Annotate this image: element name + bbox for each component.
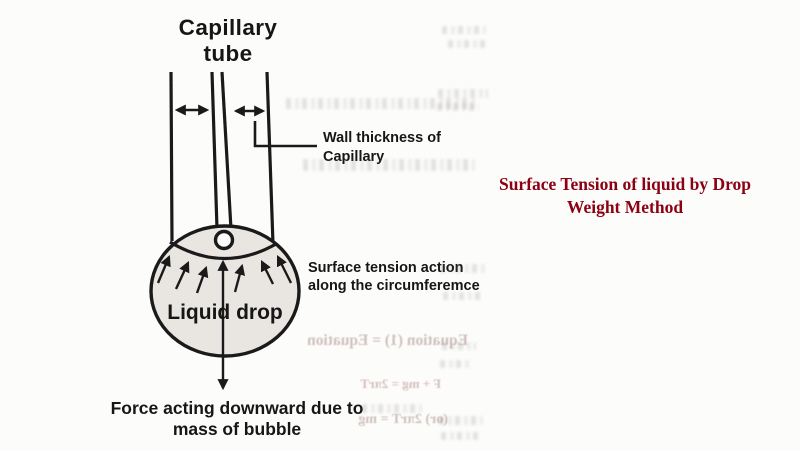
surface-tension-label-line1: Surface tension action (308, 260, 464, 276)
tube-wall-inner-right (220, 71, 233, 230)
bleedthrough-smudge (448, 40, 486, 48)
bleedthrough-smudge (362, 404, 422, 413)
tension-arrow-2 (174, 260, 190, 290)
bleedthrough-smudge (442, 26, 486, 34)
bleedthrough-smudge (442, 342, 476, 350)
bleedthrough-smudge (441, 432, 481, 440)
page-title-line2: Weight Method (566, 196, 684, 217)
tube-wall-inner-left (210, 71, 219, 230)
bleedthrough-smudge (303, 159, 475, 171)
surface-tension-arrows (156, 254, 293, 294)
surface-tension-label: Surface tension action along the circumf… (308, 260, 480, 295)
wall-thickness-leader-line (253, 121, 317, 148)
tube-wall-outer-left (169, 71, 174, 242)
tension-arrow-3 (195, 265, 209, 294)
wall-thickness-label: Wall thickness of Capillary (323, 129, 441, 166)
bleedthrough-smudge (443, 292, 483, 300)
capillary-tube-label: Capillary tube (148, 15, 308, 67)
tension-arrow-5 (260, 260, 275, 285)
wall-thickness-label-line1: Wall thickness of (323, 130, 441, 146)
bleedthrough-smudge (286, 98, 478, 109)
page-title: Surface Tension of liquid by Drop Weight… (468, 173, 782, 218)
bleedthrough-equation-2: F + mg = 2πrT (360, 376, 441, 391)
orifice-circle (213, 229, 235, 251)
bleedthrough-smudge (440, 264, 486, 273)
page-title-line1: Surface Tension of liquid by Drop (498, 174, 752, 194)
liquid-drop-label: Liquid drop (167, 301, 283, 324)
force-label-line2: mass of bubble (172, 418, 302, 439)
tension-arrow-6 (276, 255, 293, 284)
tube-wall-outer-right (265, 71, 275, 245)
bleedthrough-smudge (439, 416, 483, 425)
bleedthrough-smudge (437, 103, 479, 111)
bleedthrough-smudge (440, 360, 470, 368)
capillary-tube-label-line2: tube (203, 41, 253, 66)
surface-tension-label-line2: along the circumferemce (308, 277, 480, 294)
wall-thickness-label-line2: Capillary (323, 148, 385, 165)
force-label: Force acting downward due to mass of bub… (107, 398, 367, 439)
bleedthrough-equation-3: (or) 2πrT = mg (358, 412, 448, 427)
capillary-tube-walls (169, 71, 275, 245)
capillary-tube-label-line1: Capillary (178, 15, 278, 40)
bleedthrough-smudge (438, 89, 488, 98)
force-label-line1: Force acting downward due to (110, 398, 364, 418)
bleedthrough-equation-1: Equation (1) = Equation (307, 332, 468, 349)
tension-arrow-4 (233, 263, 246, 293)
tension-arrow-1 (156, 254, 171, 284)
drop-meniscus-chord (169, 240, 277, 261)
